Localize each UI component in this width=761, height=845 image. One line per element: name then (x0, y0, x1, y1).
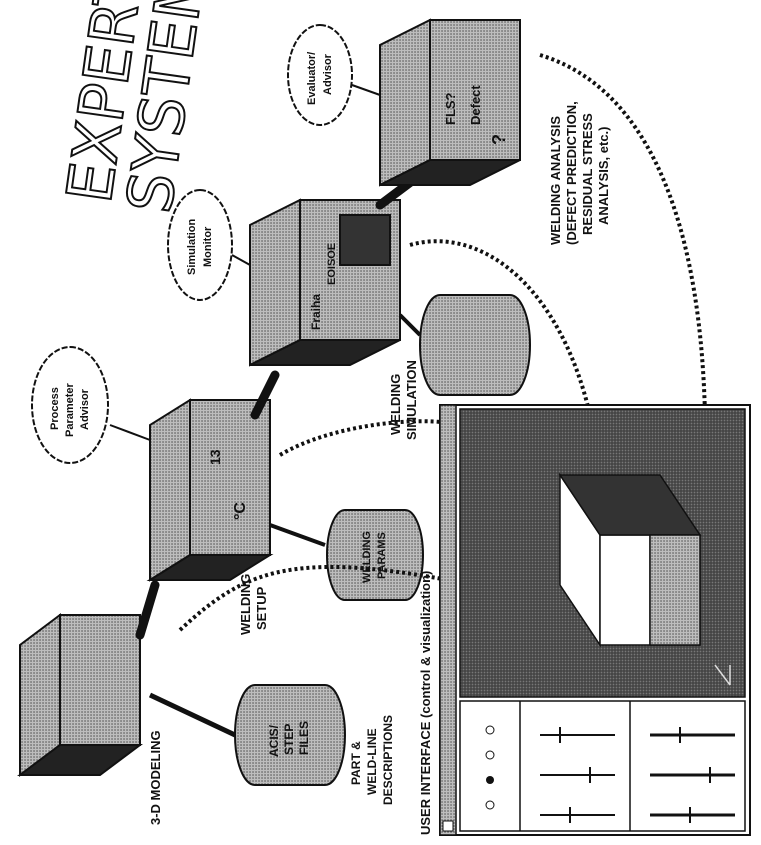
connector-setup-params (269, 523, 326, 547)
sim-label1: WELDING (388, 374, 403, 435)
evaluator-line1: Evaluator/ (306, 52, 318, 105)
params-database: WELDING PARAMS (326, 509, 424, 601)
params-line1: WELDING (361, 531, 373, 583)
process-advisor-line3: Advisor (79, 388, 91, 430)
acis-database: ACIS/ STEP FILES (234, 684, 346, 786)
acis-line2: STEP (282, 724, 296, 755)
ui-label: USER INTERFACE (control & visualization) (418, 571, 433, 835)
flow-modeling-ui (178, 565, 521, 632)
process-advisor-cloud: Process Parameter Advisor (31, 346, 109, 464)
analysis-mark2: Defect (468, 85, 483, 125)
analysis-label4: ANALYSIS, etc.) (596, 127, 611, 226)
ui-window (439, 404, 751, 836)
sim-mark1: Fraiha (309, 294, 323, 330)
acis-caption1: PART & (349, 741, 363, 785)
sim-monitor-cloud: Simulation Monitor (167, 189, 233, 301)
flow-setup-ui (278, 419, 461, 457)
evaluator-line2: Advisor (322, 53, 334, 95)
sim-database (419, 294, 531, 396)
setup-label2: SETUP (254, 586, 269, 630)
simulation-box: Fraiha EOISOE (249, 198, 401, 367)
sim-monitor-line1: Simulation (186, 218, 198, 275)
modeling-label: 3-D MODELING (148, 730, 163, 825)
acis-line3: FILES (297, 721, 311, 755)
setup-label1: WELDING (238, 574, 253, 635)
process-advisor-line1: Process (49, 387, 61, 430)
setup-mark2: 13 (207, 449, 223, 465)
connector-model-setup (135, 580, 160, 640)
sim-mark2: EOISOE (326, 243, 338, 285)
evaluator-cloud: Evaluator/ Advisor (287, 24, 353, 126)
setup-mark1: °C (232, 502, 249, 520)
acis-caption3: DESCRIPTIONS (381, 715, 395, 805)
acis-line1: ACIS/ (267, 724, 281, 757)
connector-setup-sim (250, 370, 280, 420)
process-advisor-line2: Parameter (64, 382, 76, 437)
analysis-label1: WELDING ANALYSIS (548, 116, 563, 245)
analysis-box: FLS? Defect ? (379, 18, 521, 187)
analysis-label3: RESIDUAL STRESS (580, 113, 595, 235)
acis-caption2: WELD-LINE (365, 728, 379, 795)
title: EXPERT SYSTEMS (52, 0, 226, 218)
connector-sim-db (398, 313, 422, 337)
connector-advisor-setup (109, 424, 151, 441)
flow-analysis-ui (539, 53, 707, 416)
connector-evaluator-analysis (351, 84, 381, 96)
setup-box: °C 13 (146, 398, 274, 582)
params-line2: PARAMS (376, 532, 388, 579)
connector-model-acis (148, 692, 237, 738)
sim-monitor-line2: Monitor (202, 226, 214, 267)
analysis-mark1: FLS? (443, 92, 458, 125)
analysis-mark3: ? (489, 134, 509, 145)
modeling-box (17, 613, 143, 777)
analysis-label2: (DEFECT PREDICTION, (564, 101, 579, 245)
sim-label2: SIMULATION (404, 360, 419, 440)
connector-monitor-sim (231, 254, 251, 266)
